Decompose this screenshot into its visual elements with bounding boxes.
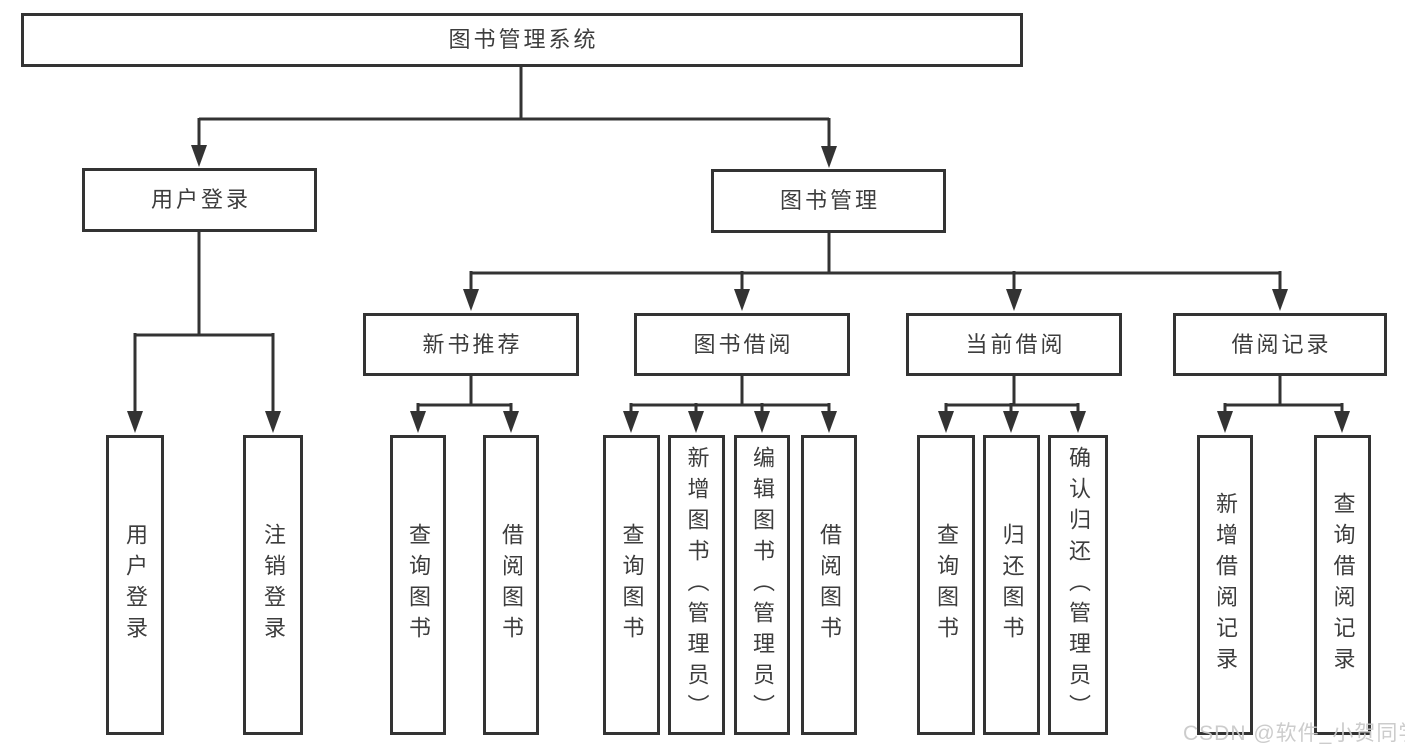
leaf-query-books-current: 查询图书 (917, 435, 975, 735)
leaf-user-login: 用户登录 (106, 435, 164, 735)
csdn-watermark: CSDN @软件_小贺同学 (1183, 722, 1405, 745)
node-user-login: 用户登录 (82, 168, 317, 232)
leaf-add-borrow-record: 新增借阅记录 (1197, 435, 1253, 735)
leaf-borrow-books-recommend: 借阅图书 (483, 435, 539, 735)
leaf-borrow-books: 借阅图书 (801, 435, 857, 735)
leaf-edit-books-admin: 编辑图书（管理员） (734, 435, 790, 735)
node-current-borrow: 当前借阅 (906, 313, 1122, 376)
leaf-return-books: 归还图书 (983, 435, 1040, 735)
leaf-query-borrow-record: 查询借阅记录 (1314, 435, 1371, 735)
leaf-query-books-recommend: 查询图书 (390, 435, 446, 735)
leaf-add-books-admin: 新增图书（管理员） (668, 435, 725, 735)
leaf-confirm-return-admin: 确认归还（管理员） (1048, 435, 1108, 735)
leaf-query-books-borrow: 查询图书 (603, 435, 660, 735)
node-book-borrow: 图书借阅 (634, 313, 850, 376)
node-new-book-recommend: 新书推荐 (363, 313, 579, 376)
leaf-logout: 注销登录 (243, 435, 303, 735)
node-book-management: 图书管理 (711, 169, 946, 233)
node-borrow-records: 借阅记录 (1173, 313, 1387, 376)
node-system-root: 图书管理系统 (21, 13, 1023, 67)
